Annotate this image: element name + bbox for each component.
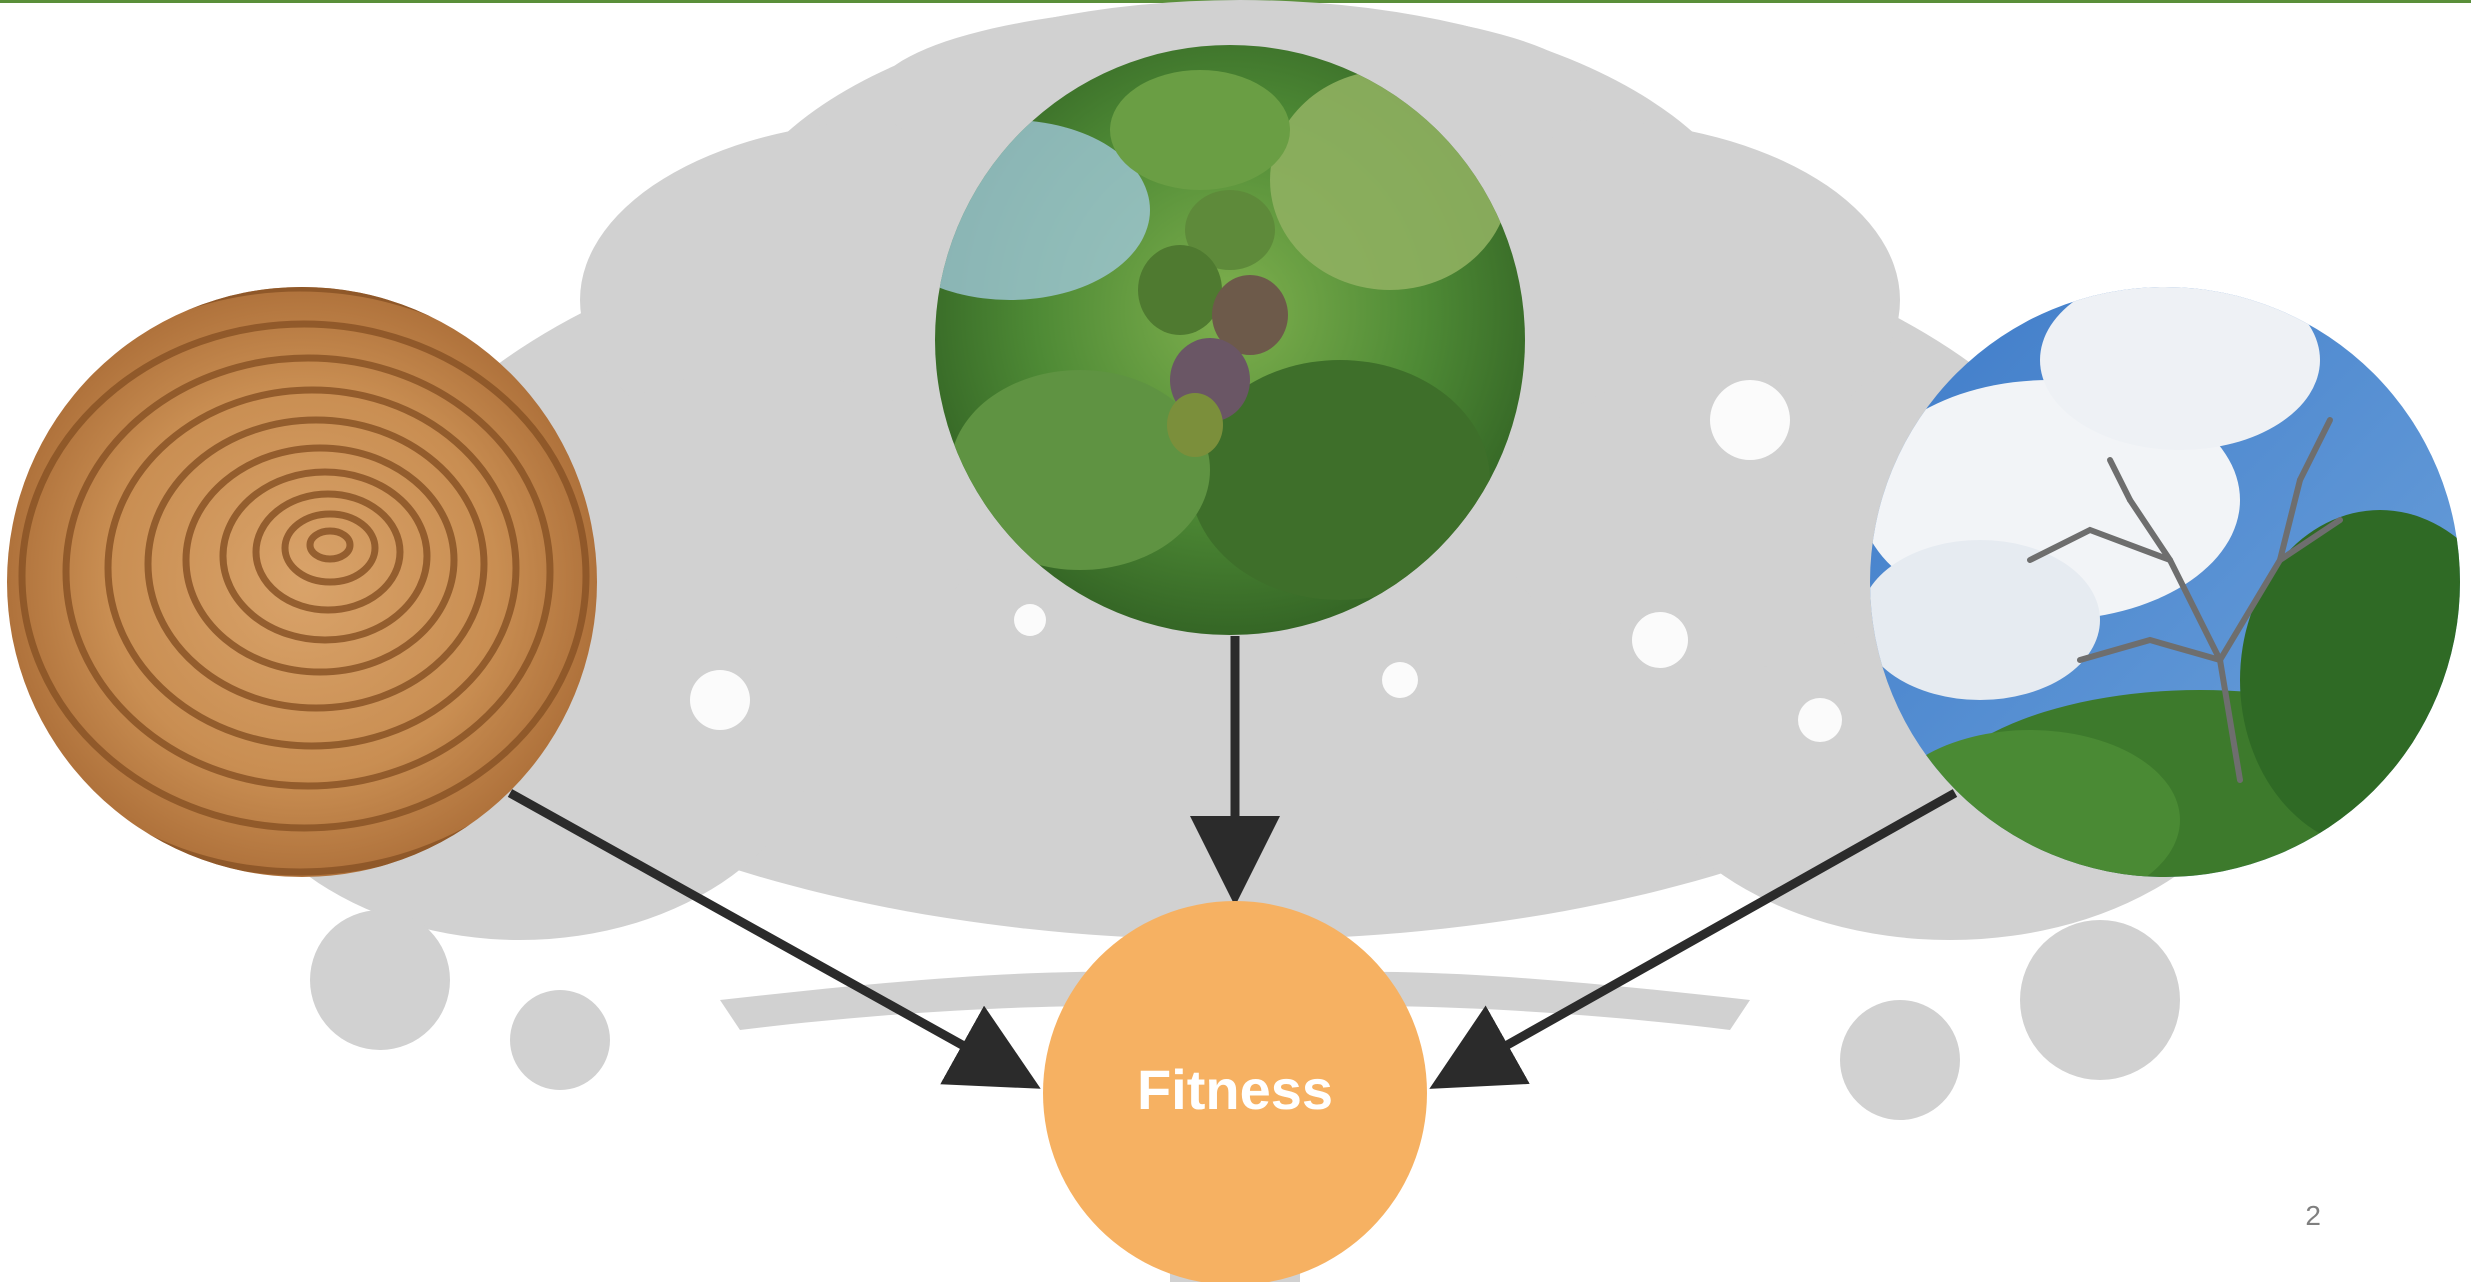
fitness-label: Fitness bbox=[1045, 1050, 1425, 1130]
page-number: 2 bbox=[2305, 1200, 2321, 1232]
